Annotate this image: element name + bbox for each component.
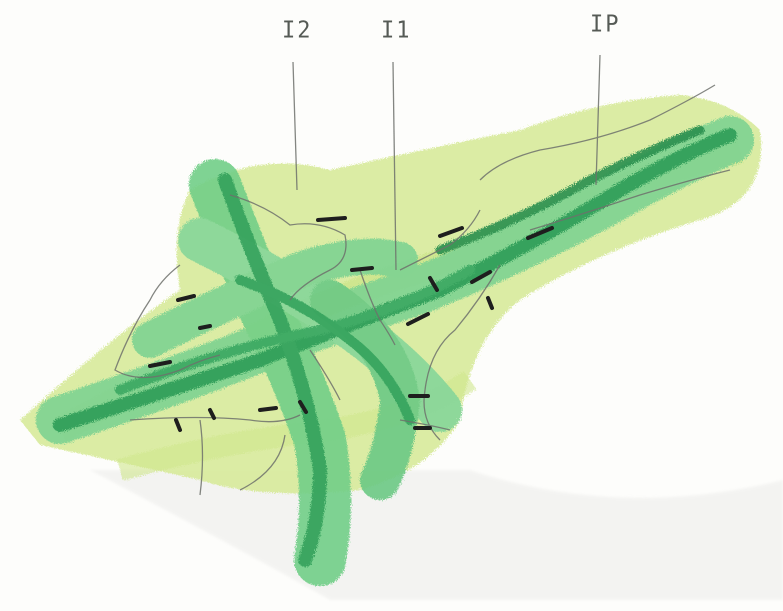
label-i2: I2 xyxy=(282,17,313,43)
paper-shadow xyxy=(90,470,783,600)
label-ip: IP xyxy=(590,11,621,37)
dash-mark xyxy=(260,408,276,410)
dash-mark xyxy=(200,326,210,328)
dash-mark xyxy=(352,268,372,270)
dash-mark xyxy=(318,218,345,220)
label-i1: I1 xyxy=(381,17,412,43)
